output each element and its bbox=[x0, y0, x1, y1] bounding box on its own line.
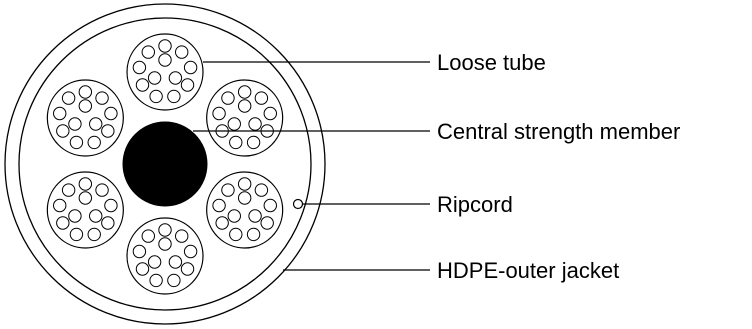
optical-fiber bbox=[68, 209, 82, 223]
optical-fiber bbox=[168, 255, 183, 269]
optical-fiber bbox=[61, 91, 76, 105]
optical-fiber bbox=[135, 262, 150, 276]
optical-fiber bbox=[221, 183, 235, 197]
optical-fiber bbox=[101, 124, 115, 138]
optical-fiber bbox=[95, 183, 109, 197]
optical-fiber bbox=[215, 216, 229, 230]
optical-fiber bbox=[141, 229, 155, 243]
optical-fiber bbox=[175, 45, 189, 59]
central-strength-member bbox=[122, 121, 208, 207]
optical-fiber bbox=[147, 255, 162, 269]
optical-fiber bbox=[246, 227, 261, 242]
optical-fiber bbox=[221, 91, 235, 105]
optical-fiber bbox=[104, 198, 118, 213]
optical-fiber bbox=[158, 223, 172, 237]
optical-fiber bbox=[260, 216, 274, 230]
optical-fiber bbox=[158, 39, 172, 53]
outer-jacket-outer-edge bbox=[4, 3, 326, 325]
optical-fiber bbox=[183, 60, 198, 75]
optical-fiber bbox=[263, 198, 277, 213]
optical-fiber bbox=[175, 229, 189, 243]
outer-jacket-inner-edge bbox=[18, 17, 312, 311]
ripcord-label: Ripcord bbox=[437, 192, 513, 217]
loose-tube bbox=[126, 217, 204, 295]
loose-tube bbox=[206, 171, 284, 249]
optical-fiber bbox=[254, 91, 269, 105]
optical-fiber bbox=[132, 244, 147, 259]
optical-fiber bbox=[158, 237, 172, 251]
cable-cross-section bbox=[4, 3, 326, 325]
optical-fiber bbox=[89, 117, 103, 131]
optical-fiber bbox=[237, 177, 252, 191]
loose-tube bbox=[126, 33, 204, 111]
optical-fiber bbox=[141, 45, 155, 59]
optical-fiber bbox=[263, 106, 277, 121]
label-leader-lines bbox=[193, 61, 430, 271]
optical-fiber bbox=[237, 191, 252, 205]
optical-fiber bbox=[68, 117, 82, 131]
optical-fiber bbox=[78, 191, 93, 205]
optical-fiber bbox=[229, 227, 243, 242]
optical-fiber bbox=[56, 216, 70, 230]
optical-fiber bbox=[237, 99, 252, 113]
optical-fiber bbox=[89, 209, 103, 223]
optical-fiber bbox=[248, 209, 262, 223]
loose-tube bbox=[206, 79, 284, 157]
optical-fiber bbox=[56, 124, 70, 138]
ripcord bbox=[292, 198, 304, 210]
optical-fiber bbox=[95, 91, 109, 105]
optical-fiber bbox=[53, 198, 67, 213]
optical-fiber bbox=[61, 183, 76, 197]
loose-tubes-group bbox=[46, 33, 284, 295]
optical-fiber bbox=[167, 89, 181, 104]
loose-tube bbox=[46, 79, 124, 157]
optical-fiber bbox=[87, 135, 101, 150]
loose-tube-label: Loose tube bbox=[437, 50, 546, 75]
optical-fiber bbox=[229, 135, 243, 150]
optical-fiber bbox=[183, 244, 198, 259]
optical-fiber bbox=[254, 183, 269, 197]
optical-fiber bbox=[78, 99, 93, 113]
optical-fiber bbox=[149, 89, 163, 104]
optical-fiber bbox=[78, 85, 93, 99]
optical-fiber bbox=[104, 106, 118, 121]
optical-fiber bbox=[227, 117, 241, 131]
optical-fiber bbox=[69, 135, 84, 150]
optical-fiber bbox=[168, 71, 183, 85]
outer-jacket-label: HDPE-outer jacket bbox=[437, 258, 619, 283]
optical-fiber bbox=[87, 227, 101, 242]
optical-fiber bbox=[69, 227, 84, 242]
optical-fiber bbox=[237, 85, 252, 99]
optical-fiber bbox=[212, 198, 226, 213]
optical-fiber bbox=[101, 216, 115, 230]
loose-tube bbox=[46, 171, 124, 249]
optical-fiber bbox=[167, 273, 181, 288]
central-strength-member-label: Central strength member bbox=[437, 119, 680, 144]
optical-fiber bbox=[53, 106, 67, 121]
optical-fiber bbox=[180, 78, 195, 92]
optical-fiber bbox=[227, 209, 241, 223]
optical-fiber bbox=[78, 177, 93, 191]
optical-fiber bbox=[147, 71, 162, 85]
optical-fiber bbox=[158, 53, 172, 67]
optical-fiber bbox=[132, 60, 147, 75]
optical-fiber bbox=[246, 135, 261, 150]
optical-fiber bbox=[180, 262, 195, 276]
optical-fiber bbox=[149, 273, 163, 288]
optical-fiber bbox=[135, 78, 150, 92]
optical-fiber bbox=[212, 106, 226, 121]
optical-fiber bbox=[248, 117, 262, 131]
